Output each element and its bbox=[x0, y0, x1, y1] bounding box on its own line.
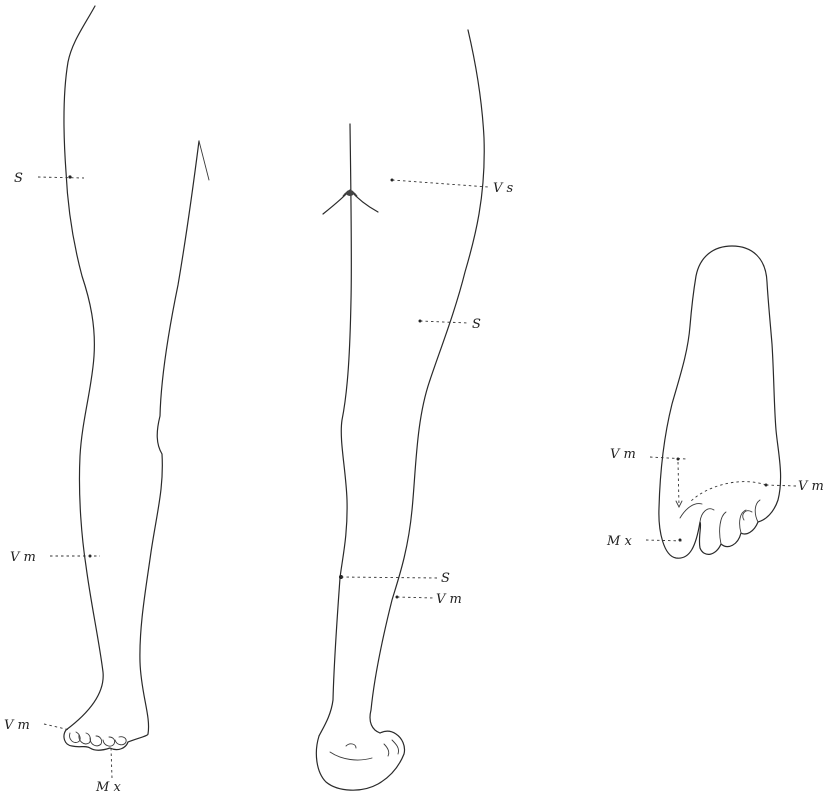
leg2-inner-contour bbox=[319, 124, 351, 736]
leg-posterior-view: V s S S V m bbox=[316, 30, 513, 790]
foot-vm-right-curve-leader bbox=[690, 482, 766, 502]
leg1-mx-leader bbox=[111, 748, 112, 778]
leg1-hip-tick bbox=[199, 141, 209, 180]
foot-toe-lines bbox=[700, 500, 760, 544]
leg2-s-thigh-leader bbox=[420, 321, 468, 323]
foot-sole-outline bbox=[659, 246, 781, 558]
leg2-vm-leader bbox=[397, 597, 433, 598]
leg2-outer-contour bbox=[370, 30, 484, 733]
foot-sole-view: V m M x V m bbox=[606, 246, 824, 558]
leg2-s-calf-leader bbox=[341, 577, 437, 578]
leg1-s-label: S bbox=[14, 171, 23, 186]
leg2-s-thigh-label: S bbox=[472, 317, 481, 332]
leg2-vs-label: V s bbox=[493, 181, 514, 196]
leg1-mx-label: M x bbox=[95, 780, 121, 795]
leg2-vs-leader bbox=[392, 180, 488, 187]
leg2-foot bbox=[316, 731, 404, 790]
leg1-vm-toe-label: V m bbox=[4, 718, 30, 733]
leg1-vm-label: V m bbox=[10, 550, 36, 565]
leg2-vm-label: V m bbox=[436, 592, 462, 607]
leg-lateral-view: S V m V m M x bbox=[4, 6, 209, 795]
foot-vm-right-label: V m bbox=[798, 479, 824, 494]
leg2-fold-center bbox=[346, 190, 354, 196]
leg1-left-contour bbox=[64, 6, 103, 730]
leg2-s-calf-label: S bbox=[441, 571, 450, 586]
foot-vm-left-down-leader bbox=[678, 462, 679, 506]
leg1-vm-toe-leader bbox=[44, 724, 70, 730]
foot-mx-leader bbox=[646, 540, 684, 541]
leg1-right-contour bbox=[140, 141, 199, 734]
foot-mx-label: M x bbox=[606, 534, 632, 549]
foot-vm-left-label: V m bbox=[610, 447, 636, 462]
foot-vm-left-leader bbox=[650, 457, 686, 459]
leg1-toes bbox=[64, 730, 148, 750]
leg1-s-leader bbox=[38, 177, 84, 178]
foot-vm-right-leader bbox=[766, 485, 796, 486]
